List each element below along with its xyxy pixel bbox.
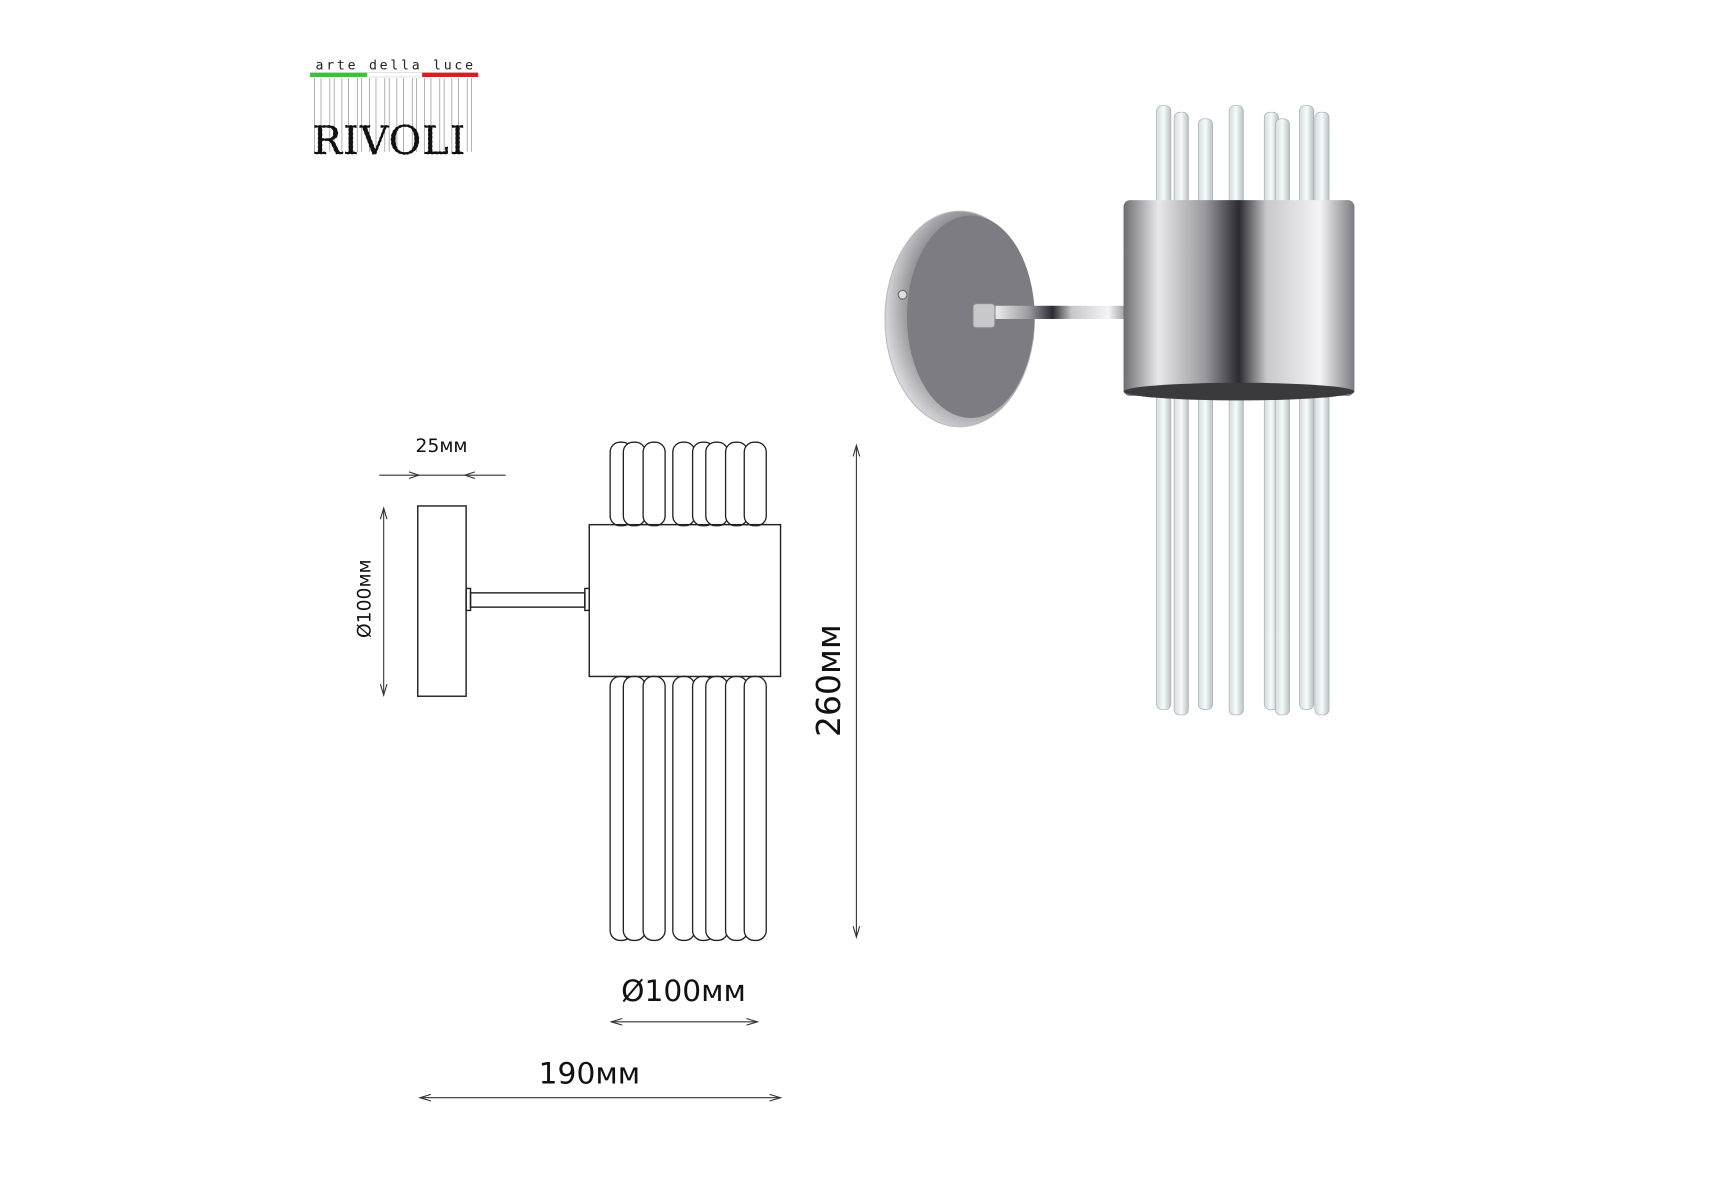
- flag-white: [366, 72, 423, 78]
- drawing-wall-plate: [417, 505, 467, 697]
- product-photo: [884, 105, 1355, 716]
- flag-red: [422, 72, 479, 77]
- rod-bottom: [672, 675, 696, 942]
- rod-bottom: [642, 675, 666, 942]
- dim-total-projection: 190мм: [539, 1056, 640, 1091]
- glass-rod-bottom: [1274, 384, 1290, 716]
- logo-barcode-lines: [314, 78, 473, 152]
- glass-rod-bottom: [1228, 384, 1244, 716]
- logo-brand: RIVOLI: [312, 118, 466, 164]
- rivoli-logo: arte della luce RIVOLI: [310, 58, 479, 164]
- glass-rod-bottom: [1314, 384, 1330, 716]
- glass-rod-bottom: [1173, 384, 1189, 716]
- glass-rod-bottom: [1299, 384, 1315, 710]
- logo-tagline: arte della luce: [316, 58, 476, 73]
- rod-top: [743, 441, 767, 527]
- rod-top: [642, 441, 666, 527]
- dim-base-diameter: Ø100мм: [354, 559, 375, 638]
- drawing-glass-rods: [609, 441, 767, 942]
- rod-bottom: [743, 675, 767, 942]
- glass-rod-top: [1228, 105, 1244, 216]
- glass-rod-bottom: [1197, 384, 1213, 710]
- flag-green: [310, 72, 368, 77]
- rod-bottom: [705, 675, 729, 942]
- glass-rod-top: [1299, 105, 1315, 216]
- glass-rod-bottom: [1156, 384, 1172, 710]
- drawing-shade: [588, 523, 782, 678]
- technical-drawing: 25мм Ø100мм 260мм Ø100мм 190мм: [354, 436, 861, 1102]
- glass-rod-top: [1156, 105, 1172, 216]
- dim-height: 260мм: [809, 624, 848, 737]
- dim-base-depth: 25мм: [416, 436, 468, 457]
- rod-top: [672, 441, 696, 527]
- rod-top: [622, 441, 646, 527]
- rod-bottom: [622, 675, 646, 942]
- dim-shade-diameter: Ø100мм: [621, 974, 746, 1009]
- rod-top: [705, 441, 729, 527]
